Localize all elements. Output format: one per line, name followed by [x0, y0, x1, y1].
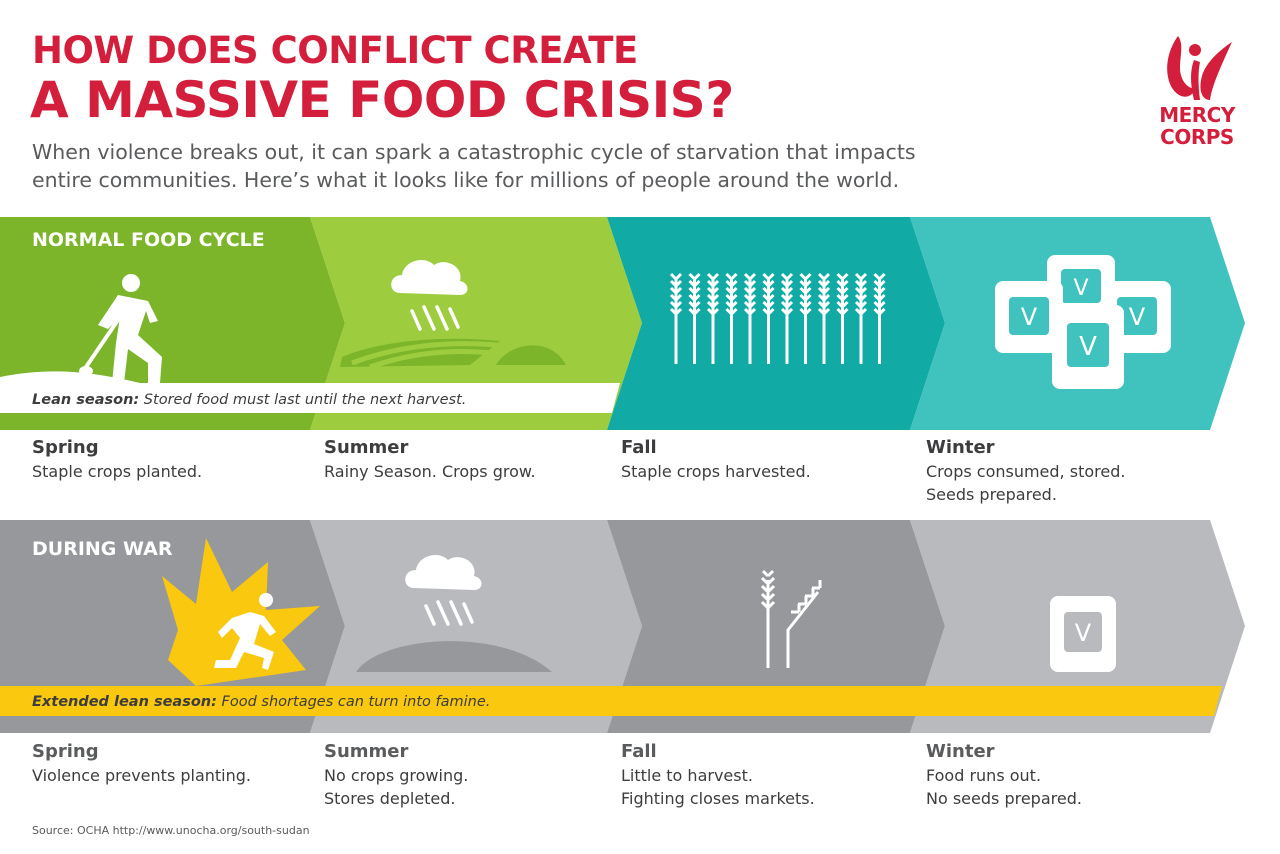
extended-lean-rest: Food shortages can turn into famine. [216, 694, 491, 710]
wheat-stalk [669, 272, 683, 364]
logo-line-1: MERCY [1159, 103, 1235, 127]
wheat-stalk [817, 272, 831, 364]
lean-season-band [0, 383, 620, 413]
wheat-stalk [725, 272, 738, 364]
intro-text: When violence breaks out, it can spark a… [32, 138, 992, 194]
rain-cloud-barren-hill-icon [356, 555, 552, 672]
normal-cycle-band: V V V V [0, 217, 1245, 430]
grain-sacks-icon: V V V V [995, 255, 1171, 389]
season-text: Little to harvest. [621, 766, 753, 785]
normal-season-fall: Fall Staple crops harvested. [621, 436, 911, 483]
intro-line-1: When violence breaks out, it can spark a… [32, 140, 916, 164]
svg-text:V: V [1021, 303, 1038, 331]
normal-season-spring: Spring Staple crops planted. [32, 436, 322, 483]
source-note: Source: OCHA http://www.unocha.org/south… [32, 824, 310, 837]
wheat-stalk [854, 272, 868, 364]
lean-season-text: Lean season: Stored food must last until… [32, 392, 466, 408]
season-text: Crops consumed, stored. [926, 462, 1126, 481]
season-text: Violence prevents planting. [32, 766, 252, 785]
season-text: Staple crops harvested. [621, 462, 811, 481]
extended-lean-bold: Extended lean season: [32, 694, 217, 710]
svg-text:V: V [1075, 619, 1092, 647]
wheat-stalk [762, 272, 775, 364]
wheat-stalk [836, 272, 849, 364]
wheat-stalk [743, 272, 757, 364]
farmer-hoeing-icon [0, 274, 162, 383]
season-text: Food runs out. [926, 766, 1042, 785]
war-season-spring: Spring Violence prevents planting. [32, 740, 322, 787]
season-name: Fall [621, 437, 657, 458]
normal-season-summer: Summer Rainy Season. Crops grow. [324, 436, 614, 483]
normal-fall-panel [607, 217, 945, 430]
two-wheat-stalks-icon [760, 569, 822, 668]
season-name: Summer [324, 741, 409, 762]
season-text: No seeds prepared. [926, 789, 1082, 808]
season-text: Rainy Season. Crops grow. [324, 462, 536, 481]
season-name: Summer [324, 437, 409, 458]
extended-lean-text: Extended lean season: Food shortages can… [32, 694, 490, 710]
svg-text:V: V [1129, 303, 1146, 331]
title-line-1: HOW DOES CONFLICT CREATE [32, 29, 638, 72]
wheat-stalk [780, 272, 794, 364]
season-name: Spring [32, 741, 99, 762]
season-name: Spring [32, 437, 99, 458]
wheat-stalk [799, 272, 812, 364]
season-name: Fall [621, 741, 657, 762]
war-summer-panel [310, 520, 642, 733]
war-cycle-label: DURING WAR [32, 538, 173, 560]
season-text: No crops growing. [324, 766, 469, 785]
wheat-stalk [688, 272, 701, 364]
war-fall-panel [607, 520, 945, 733]
season-text: Staple crops planted. [32, 462, 203, 481]
mercy-corps-figure-icon [1167, 36, 1232, 100]
normal-season-winter: Winter Crops consumed, stored. Seeds pre… [926, 436, 1216, 506]
intro-line-2: entire communities. Here’s what it looks… [32, 168, 900, 192]
logo-line-2: CORPS [1160, 125, 1234, 149]
svg-text:V: V [1073, 276, 1088, 301]
war-season-summer: Summer No crops growing. Stores depleted… [324, 740, 614, 810]
war-cycle-band: V [0, 520, 1245, 733]
rain-cloud-field-icon [340, 260, 566, 370]
lean-season-bold: Lean season: [32, 392, 140, 408]
war-season-winter: Winter Food runs out. No seeds prepared. [926, 740, 1216, 810]
mercy-corps-wordmark: MERCY CORPS [1142, 104, 1252, 148]
season-text: Seeds prepared. [926, 485, 1057, 504]
normal-summer-panel [310, 217, 642, 430]
lean-season-rest: Stored food must last until the next har… [139, 392, 467, 408]
season-text: Stores depleted. [324, 789, 456, 808]
wheat-stalk [873, 272, 886, 364]
single-sack-icon: V [1050, 596, 1116, 672]
extended-lean-band [0, 686, 1222, 716]
season-name: Winter [926, 437, 995, 458]
svg-text:V: V [1079, 332, 1097, 362]
title-line-2: A MASSIVE FOOD CRISIS? [30, 71, 734, 129]
wheat-stalks-icon [669, 272, 886, 364]
season-name: Winter [926, 741, 995, 762]
season-text: Fighting closes markets. [621, 789, 815, 808]
normal-cycle-label: NORMAL FOOD CYCLE [32, 229, 265, 251]
wheat-stalk [706, 272, 720, 364]
explosion-running-person-icon [162, 538, 320, 686]
war-season-fall: Fall Little to harvest. Fighting closes … [621, 740, 911, 810]
